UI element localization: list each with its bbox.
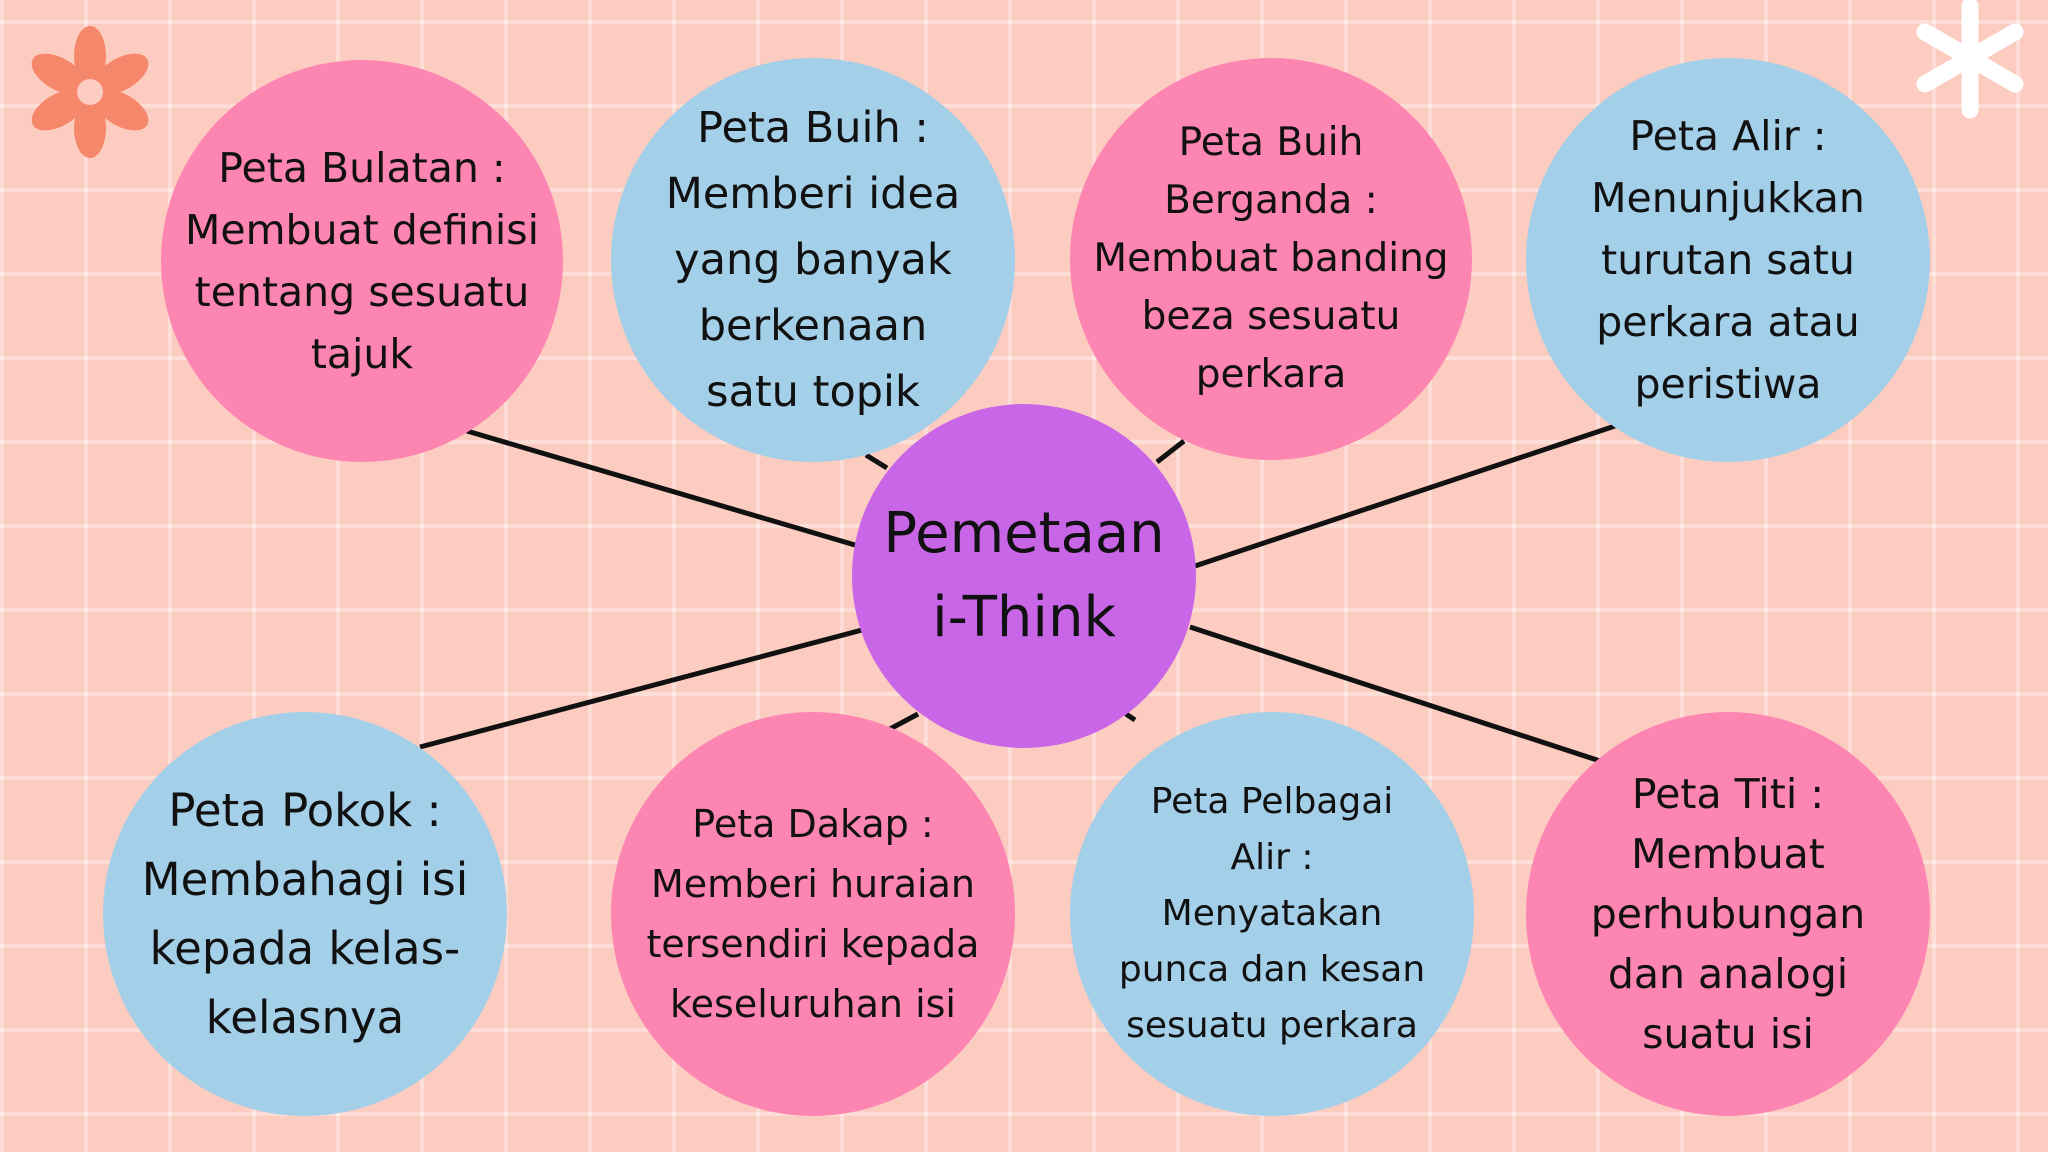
bubble-peta-buih-berganda-text: Peta Buih Berganda : Membuat banding bez… xyxy=(1093,120,1449,397)
bubble-peta-pelbagai-alir: Peta Pelbagai Alir : Menyatakan punca da… xyxy=(1070,712,1474,1116)
sparkle-icon xyxy=(1916,0,2024,119)
bubble-peta-buih-text: Peta Buih : Memberi idea yang banyak ber… xyxy=(665,103,961,417)
bubble-peta-pelbagai-alir-text: Peta Pelbagai Alir : Menyatakan punca da… xyxy=(1118,781,1426,1046)
center-bubble-pemetaan-i-think: Pemetaan i-Think xyxy=(852,404,1196,748)
bubble-peta-bulatan-text: Peta Bulatan : Membuat definisi tentang … xyxy=(185,144,539,378)
connector-line-bulatan xyxy=(466,428,856,548)
bubble-peta-alir: Peta Alir : Menunjukkan turutan satu per… xyxy=(1526,58,1930,462)
bubble-peta-buih-berganda: Peta Buih Berganda : Membuat banding bez… xyxy=(1070,58,1472,460)
connector-line-pokok xyxy=(419,627,863,750)
connector-line-pelbagai-alir xyxy=(1124,711,1137,723)
bubble-peta-bulatan: Peta Bulatan : Membuat definisi tentang … xyxy=(161,60,563,462)
center-title: Pemetaan i-Think xyxy=(883,501,1165,650)
bubble-peta-pokok-text: Peta Pokok : Membahagi isi kepada kelas-… xyxy=(141,784,469,1044)
connector-line-buih xyxy=(864,452,889,471)
connector-line-dakap xyxy=(886,711,920,733)
bubble-peta-titi-text: Peta Titi : Membuat perhubungan dan anal… xyxy=(1590,770,1866,1058)
connector-line-alir xyxy=(1194,423,1616,569)
bubble-peta-alir-text: Peta Alir : Menunjukkan turutan satu per… xyxy=(1591,112,1865,408)
bubble-peta-pokok: Peta Pokok : Membahagi isi kepada kelas-… xyxy=(103,712,507,1116)
connector-line-buih-berganda xyxy=(1155,439,1186,464)
bubble-peta-buih: Peta Buih : Memberi idea yang banyak ber… xyxy=(611,58,1015,462)
bubble-peta-dakap: Peta Dakap : Memberi huraian tersendiri … xyxy=(611,712,1015,1116)
flower-icon xyxy=(31,26,149,158)
connector-line-titi xyxy=(1189,624,1601,764)
bubble-peta-titi: Peta Titi : Membuat perhubungan dan anal… xyxy=(1526,712,1930,1116)
bubble-peta-dakap-text: Peta Dakap : Memberi huraian tersendiri … xyxy=(646,802,980,1026)
